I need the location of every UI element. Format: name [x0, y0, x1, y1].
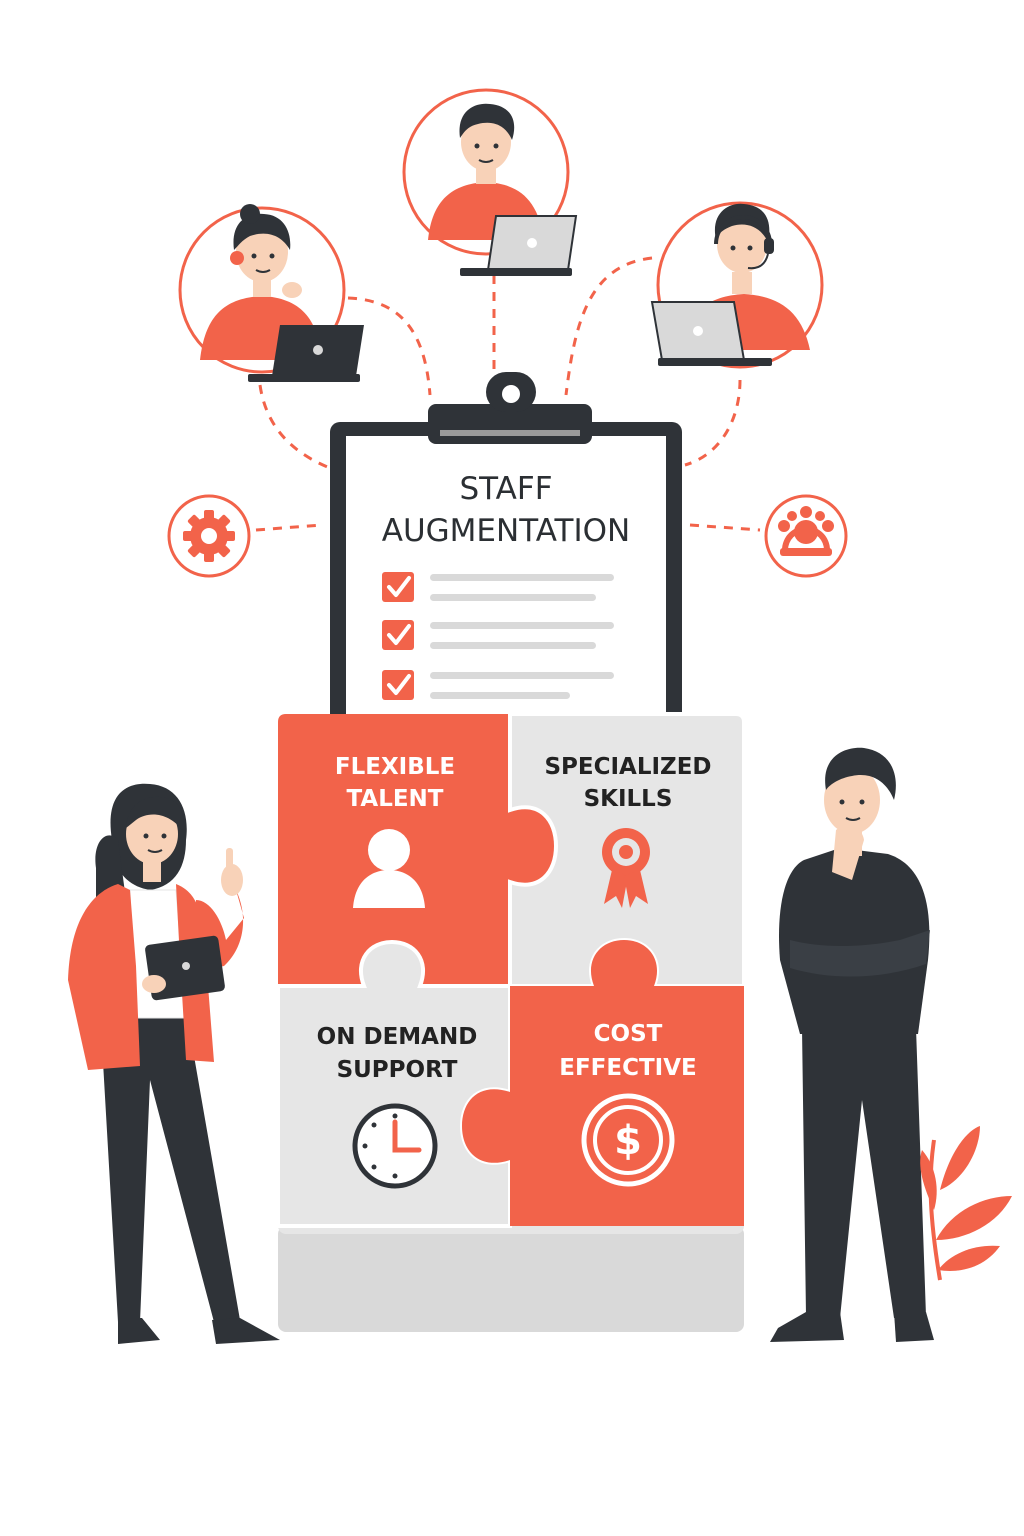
piece-label-line1: FLEXIBLE — [335, 754, 455, 780]
remote-worker-avatar-top — [402, 88, 578, 276]
board-title-line1: STAFF — [459, 471, 552, 507]
piece-label-line1: COST — [594, 1021, 663, 1047]
puzzle-block: FLEXIBLE TALENT SPECIALIZED SKILLS ON D — [276, 712, 746, 1332]
checkbox-checked-icon — [382, 620, 414, 650]
checkbox-checked-icon — [382, 572, 414, 602]
clock-icon — [352, 1103, 438, 1189]
svg-text:$: $ — [614, 1118, 642, 1164]
piece-label-line2: SUPPORT — [337, 1057, 458, 1083]
puzzle-piece-flexible-talent: FLEXIBLE TALENT — [278, 714, 556, 986]
checkbox-checked-icon — [382, 670, 414, 700]
piece-label-line2: SKILLS — [584, 786, 673, 812]
board-title-line2: AUGMENTATION — [382, 513, 630, 549]
team-support-icon-right — [764, 494, 848, 578]
award-badge-icon — [602, 828, 650, 908]
checklist — [382, 572, 614, 700]
gear-icon-left — [167, 494, 251, 578]
woman-with-tablet — [68, 783, 280, 1344]
remote-worker-avatar-left — [178, 204, 364, 382]
dashed-connectors — [255, 256, 761, 532]
piece-label-line1: ON DEMAND — [317, 1024, 478, 1050]
dollar-icon: $ — [581, 1093, 675, 1187]
decorative-plant — [920, 1126, 1012, 1281]
thinking-man — [770, 747, 934, 1342]
person-icon — [353, 829, 425, 908]
piece-label-line2: TALENT — [346, 786, 443, 812]
puzzle-piece-on-demand-support: ON DEMAND SUPPORT — [276, 939, 512, 1228]
clipboard: STAFF AUGMENTATION — [330, 372, 682, 752]
piece-label-line1: SPECIALIZED — [544, 754, 711, 780]
remote-worker-avatar-right — [650, 201, 824, 369]
puzzle-piece-cost-effective: COST EFFECTIVE $ — [462, 940, 744, 1226]
puzzle-piece-specialized-skills: SPECIALIZED SKILLS — [508, 712, 746, 988]
piece-label-line2: EFFECTIVE — [559, 1055, 696, 1081]
